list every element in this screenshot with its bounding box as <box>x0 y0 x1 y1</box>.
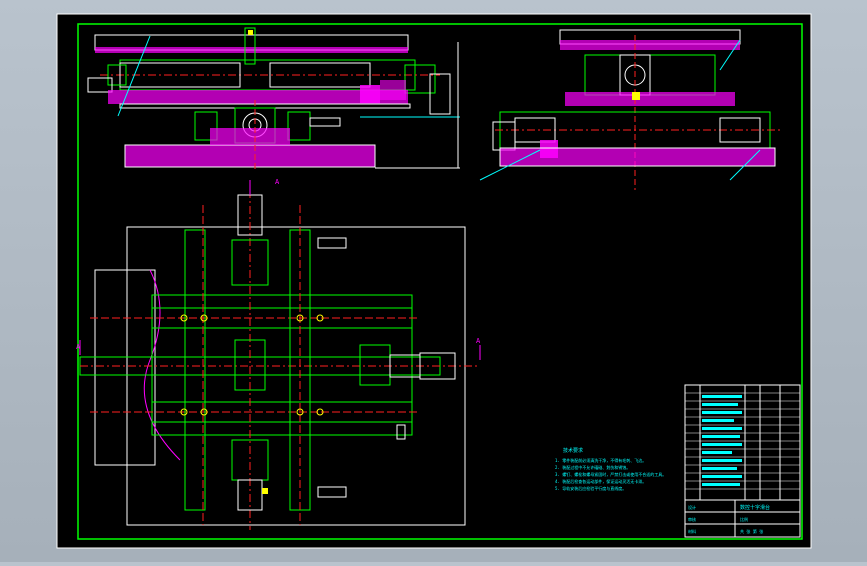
sheet-outer-frame <box>56 13 812 549</box>
section-arrow-left: A <box>76 340 81 355</box>
notes-title: 技术要求 <box>563 447 583 454</box>
section-label-right: A <box>476 337 481 345</box>
notes-line: 1. 零件装配前必须清洗干净，不得有毛刺、飞边。 <box>555 457 646 463</box>
section-label-left: A <box>76 343 81 351</box>
section-label-top: A <box>275 178 280 186</box>
technical-notes: 技术要求 1. 零件装配前必须清洗干净，不得有毛刺、飞边。 2. 装配过程中不允… <box>555 447 666 491</box>
section-arrow-right: A <box>476 337 481 360</box>
drawing-title: 数控十字滑台 <box>740 504 770 511</box>
section-arrow-top: A <box>249 178 280 195</box>
designer-label: 设计 <box>688 504 696 510</box>
sheet-label: 共 张 第 张 <box>740 528 763 534</box>
notes-line: 3. 螺钉、螺栓和螺母紧固时，严禁打击或使用不合适的工具。 <box>555 471 666 477</box>
notes-line: 2. 装配过程中不允许磕碰、划伤和锈蚀。 <box>555 464 630 470</box>
title-block: 数控十字滑台 设计 审核 比例 共 张 第 张 材料 <box>684 499 801 538</box>
parts-list <box>684 384 801 501</box>
top-plan-view <box>79 190 480 530</box>
side-section-view <box>479 29 780 190</box>
notes-line: 5. 导轨安装后应检验平行度与直线度。 <box>555 485 626 491</box>
front-section-view <box>87 27 460 170</box>
sheet-border <box>77 23 803 540</box>
notes-line: 4. 装配后检查各运动部件，保证运动灵活无卡滞。 <box>555 478 646 484</box>
material-label: 材料 <box>688 528 696 534</box>
checker-label: 审核 <box>688 516 696 522</box>
scale-label: 比例 <box>740 516 748 522</box>
